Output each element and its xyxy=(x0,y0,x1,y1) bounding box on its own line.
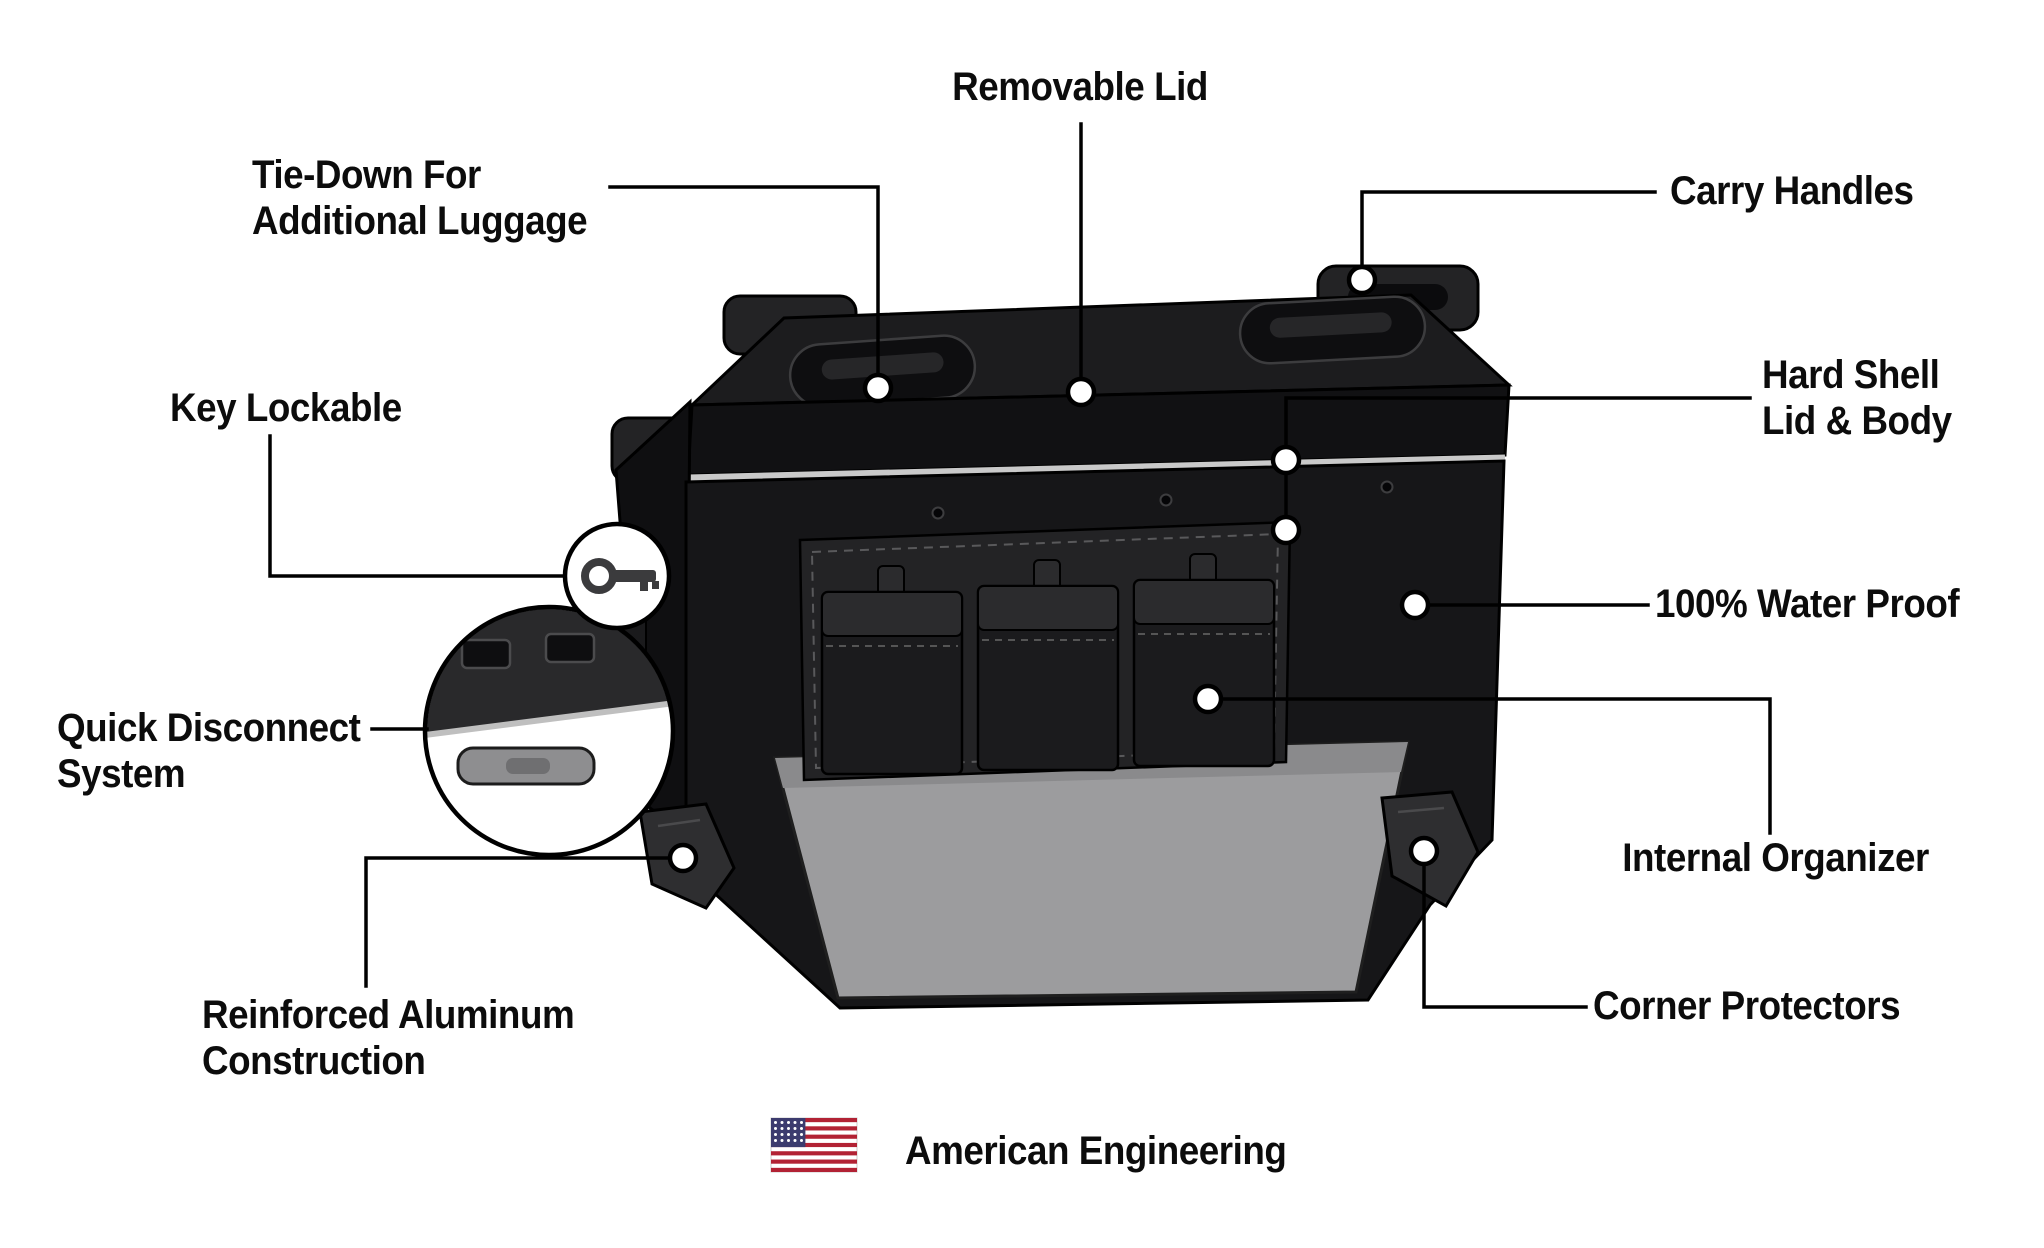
label-line: System xyxy=(57,752,186,796)
key-zoom xyxy=(562,521,672,631)
label-line: Key Lockable xyxy=(170,386,402,430)
label-line: Lid & Body xyxy=(1762,399,1952,443)
pannier-illustration xyxy=(593,264,1513,1010)
organizer-pocket xyxy=(976,559,1120,772)
label-line: Reinforced Aluminum xyxy=(202,993,575,1037)
callout-line-corner-protectors xyxy=(1422,864,1588,1009)
label-line: Carry Handles xyxy=(1670,169,1914,213)
callout-line-internal-organizer xyxy=(1219,697,1772,835)
label-water-proof: 100% Water Proof xyxy=(1655,581,1960,627)
callout-dot-corner-protectors xyxy=(1408,835,1440,867)
callout-line-tie-down xyxy=(608,185,880,377)
label-footer: American Engineering xyxy=(905,1128,1287,1174)
quick-disconnect-zoom xyxy=(422,604,676,858)
lid-body-seam xyxy=(687,454,1506,484)
organizer-pocket xyxy=(1132,553,1276,768)
label-removable-lid: Removable Lid xyxy=(942,64,1218,110)
label-corner-protectors: Corner Protectors xyxy=(1593,983,1901,1029)
callout-dot-hard-shell-lid xyxy=(1270,444,1302,476)
callout-lines xyxy=(268,122,1772,1009)
tie-down-recess-right xyxy=(1238,295,1427,365)
label-line: Hard Shell xyxy=(1762,353,1940,397)
label-line: Additional Luggage xyxy=(252,199,588,243)
label-line: Quick Disconnect xyxy=(57,706,361,750)
quick-disconnect-detail xyxy=(427,609,671,786)
label-line: Construction xyxy=(202,1039,426,1083)
callout-line-hard-shell xyxy=(1284,396,1752,519)
flag-stars xyxy=(774,1121,803,1142)
callout-line-key-lockable xyxy=(268,434,565,578)
callout-dot-internal-organizer xyxy=(1192,683,1224,715)
callout-dot-hard-shell-body xyxy=(1270,514,1302,546)
label-line: Internal Organizer xyxy=(1622,836,1929,880)
label-reinforced: Reinforced Aluminum Construction xyxy=(202,992,575,1084)
tie-down-recess-left xyxy=(788,334,977,408)
internal-organizer-pockets xyxy=(798,520,1292,782)
label-tie-down: Tie-Down For Additional Luggage xyxy=(252,152,588,244)
body-screws xyxy=(931,480,1394,520)
key-icon xyxy=(581,558,659,594)
interior-floor xyxy=(773,740,1410,1000)
callout-dot-water-proof xyxy=(1399,589,1431,621)
callout-dot-tie-down xyxy=(862,372,894,404)
removable-lid xyxy=(688,293,1513,408)
callout-dot-carry-handles xyxy=(1346,264,1378,296)
callout-line-reinforced xyxy=(364,856,670,988)
callout-dots xyxy=(667,264,1440,874)
callout-line-carry-handles xyxy=(1360,190,1657,269)
label-line: Tie-Down For xyxy=(252,153,481,197)
us-flag-icon xyxy=(770,1117,858,1173)
label-line: American Engineering xyxy=(905,1129,1287,1173)
label-key-lockable: Key Lockable xyxy=(170,385,402,431)
label-internal-organizer: Internal Organizer xyxy=(1622,835,1929,881)
label-line: Corner Protectors xyxy=(1593,984,1901,1028)
callout-dot-reinforced xyxy=(667,842,699,874)
label-hard-shell: Hard Shell Lid & Body xyxy=(1762,352,1952,444)
label-carry-handles: Carry Handles xyxy=(1670,168,1914,214)
organizer-pocket xyxy=(820,565,964,776)
label-line: Removable Lid xyxy=(952,65,1208,109)
label-line: 100% Water Proof xyxy=(1655,582,1960,626)
label-quick-disconnect: Quick Disconnect System xyxy=(57,705,361,797)
callout-dot-removable-lid xyxy=(1065,376,1097,408)
